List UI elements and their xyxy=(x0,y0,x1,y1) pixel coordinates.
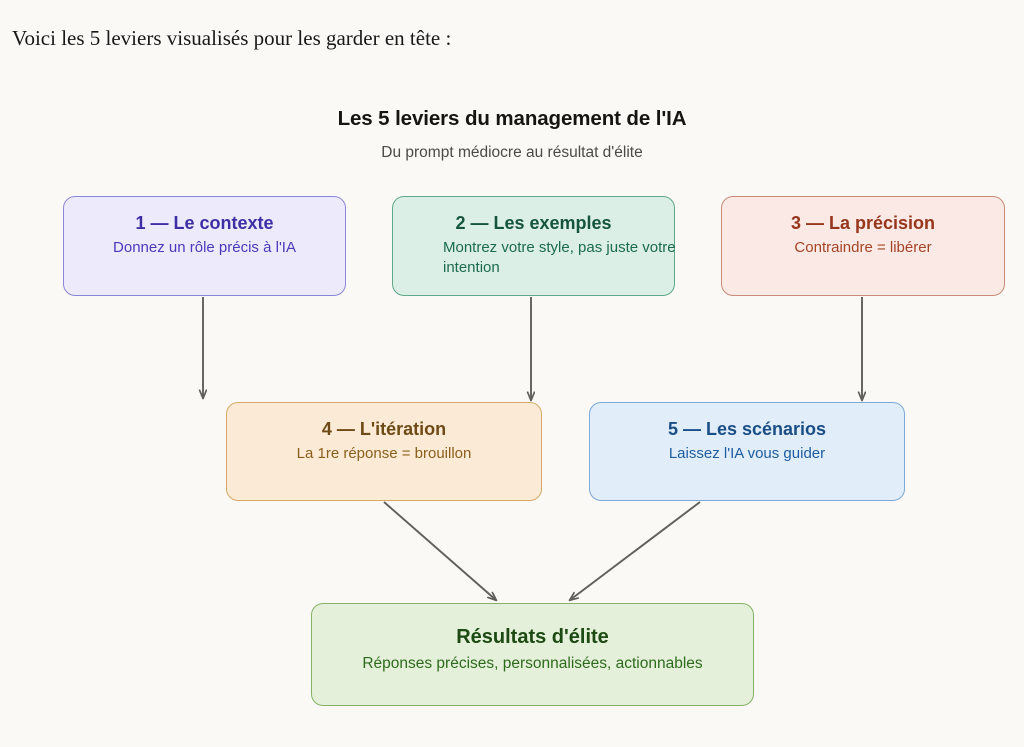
node-contexte-title: 1 — Le contexte xyxy=(135,213,274,233)
intro-paragraph: Voici les 5 leviers visualisés pour les … xyxy=(12,26,452,50)
node-iteration-subtitle: La 1re réponse = brouillon xyxy=(296,445,472,462)
node-exemples-title: 2 — Les exemples xyxy=(455,213,612,233)
node-exemples-subtitle-wrap: Montrez votre style, pas juste votre int… xyxy=(393,238,689,278)
edge-4-to-result xyxy=(383,501,496,600)
node-contexte[interactable]: 1 — Le contexte Donnez un rôle précis à … xyxy=(63,196,346,296)
node-exemples[interactable]: 2 — Les exemples Montrez votre style, pa… xyxy=(392,196,676,296)
node-resultats-elite[interactable]: Résultats d'élite Réponses précises, per… xyxy=(311,603,754,706)
node-precision[interactable]: 3 — La précision Contraindre = libérer xyxy=(721,196,1005,296)
diagram-subtitle: Du prompt médiocre au résultat d'élite xyxy=(381,144,643,161)
node-scenarios-subtitle: Laissez l'IA vous guider xyxy=(668,445,826,462)
node-scenarios-title: 5 — Les scénarios xyxy=(667,419,827,439)
node-resultats-elite-subtitle: Réponses précises, personnalisées, actio… xyxy=(362,655,703,672)
node-resultats-elite-title: Résultats d'élite xyxy=(456,626,609,648)
node-contexte-subtitle: Donnez un rôle précis à l'IA xyxy=(113,239,296,256)
node-precision-title: 3 — La précision xyxy=(790,213,936,233)
node-iteration[interactable]: 4 — L'itération La 1re réponse = brouill… xyxy=(226,402,542,501)
diagram-title: Les 5 leviers du management de l'IA xyxy=(337,107,687,130)
node-exemples-subtitle: Montrez votre style, pas juste votre int… xyxy=(443,239,676,276)
node-precision-subtitle: Contraindre = libérer xyxy=(794,239,932,256)
node-iteration-title: 4 — L'itération xyxy=(321,419,447,439)
node-scenarios[interactable]: 5 — Les scénarios Laissez l'IA vous guid… xyxy=(589,402,905,501)
edge-5-to-result xyxy=(570,501,701,600)
